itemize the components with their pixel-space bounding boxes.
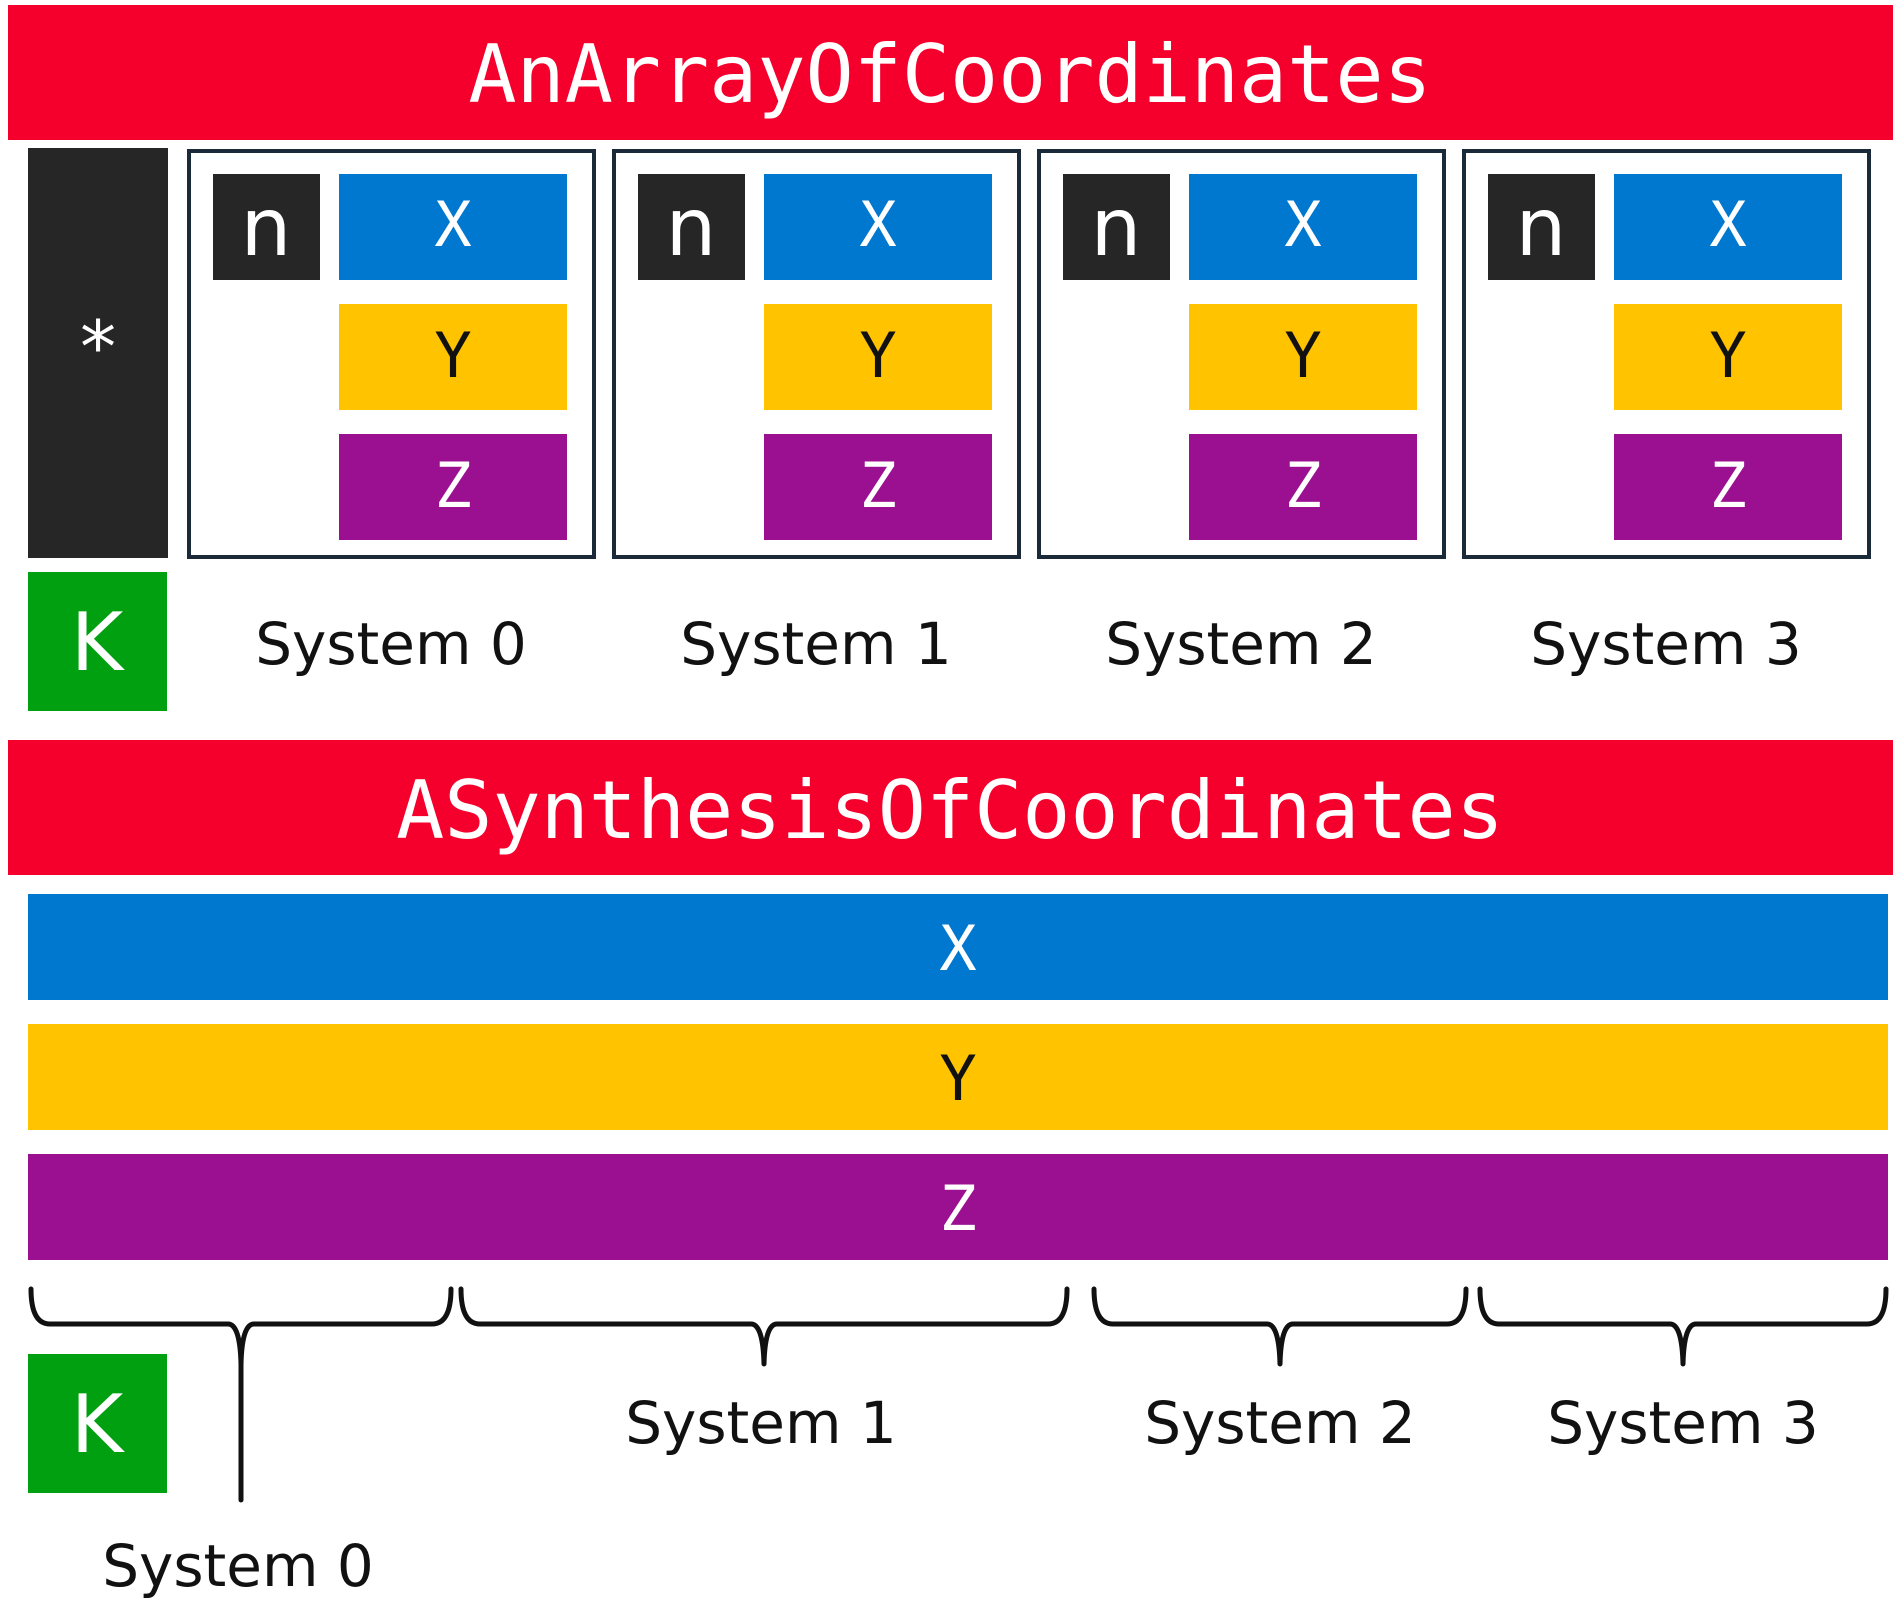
synthesis-caption-system-2: System 2 [1144,1389,1416,1457]
system-braces [28,1286,1889,1503]
y-block [1189,304,1417,410]
n-label: n [1516,181,1567,274]
y-block [764,304,992,410]
synthesis-title: ASynthesisOfCoordinates [396,764,1504,857]
z-block [339,434,567,540]
system-frame [187,149,596,559]
synthesis-z-bar [28,1154,1888,1260]
n-block [1488,174,1595,280]
synthesis-k-block [28,1354,167,1493]
system-frame [1462,149,1871,559]
y-block [339,304,567,410]
array-k-label: K [71,596,126,689]
n-label: n [666,181,717,274]
pointer-block [28,148,168,558]
n-label: n [1091,181,1142,274]
n-block [1063,174,1170,280]
array-system-0: n X Y Z System 0 [187,149,596,678]
x-label: X [434,188,471,261]
synthesis-title-bar [8,740,1893,875]
z-label: Z [859,449,896,522]
synthesis-y-bar [28,1024,1888,1130]
z-label: Z [434,449,471,522]
y-label: Y [434,319,471,392]
synthesis-k-label: K [71,1378,126,1471]
array-system-2: n X Y Z System 2 [1037,149,1446,678]
brace-system-1 [458,1286,1070,1367]
array-title: AnArrayOfCoordinates [468,28,1431,121]
y-label: Y [1709,319,1746,392]
synthesis-caption-system-0: System 0 [102,1532,374,1600]
array-k-block [28,572,167,711]
system-caption: System 1 [680,610,952,678]
array-system-1: n X Y Z System 1 [612,149,1021,678]
synthesis-x-label: X [939,912,976,985]
y-label: Y [1284,319,1321,392]
synthesis-caption-system-3: System 3 [1547,1389,1819,1457]
pointer-label: * [76,305,119,389]
array-system-3: n X Y Z System 3 [1462,149,1871,678]
system-frame [612,149,1021,559]
z-label: Z [1709,449,1746,522]
y-label: Y [859,319,896,392]
x-block [339,174,567,280]
z-label: Z [1284,449,1321,522]
brace-system-3 [1477,1286,1889,1367]
n-block [638,174,745,280]
system-caption: System 3 [1530,610,1802,678]
array-title-bar [8,5,1893,140]
z-block [764,434,992,540]
n-block [213,174,320,280]
z-block [1614,434,1842,540]
x-label: X [1284,188,1321,261]
system-caption: System 0 [255,610,527,678]
array-section: AnArrayOfCoordinates * K n X Y Z System … [8,5,1893,711]
x-label: X [859,188,896,261]
brace-system-0 [28,1286,454,1367]
system-frame [1037,149,1446,559]
x-block [764,174,992,280]
synthesis-y-label: Y [939,1042,976,1115]
synthesis-x-bar [28,894,1888,1000]
n-label: n [241,181,292,274]
synthesis-caption-system-1: System 1 [625,1389,897,1457]
x-block [1189,174,1417,280]
system-caption: System 2 [1105,610,1377,678]
x-label: X [1709,188,1746,261]
z-block [1189,434,1417,540]
synthesis-section: ASynthesisOfCoordinates X Y Z K System 0… [8,740,1893,1600]
synthesis-z-label: Z [939,1172,976,1245]
y-block [1614,304,1842,410]
x-block [1614,174,1842,280]
brace-system-2 [1091,1286,1469,1367]
